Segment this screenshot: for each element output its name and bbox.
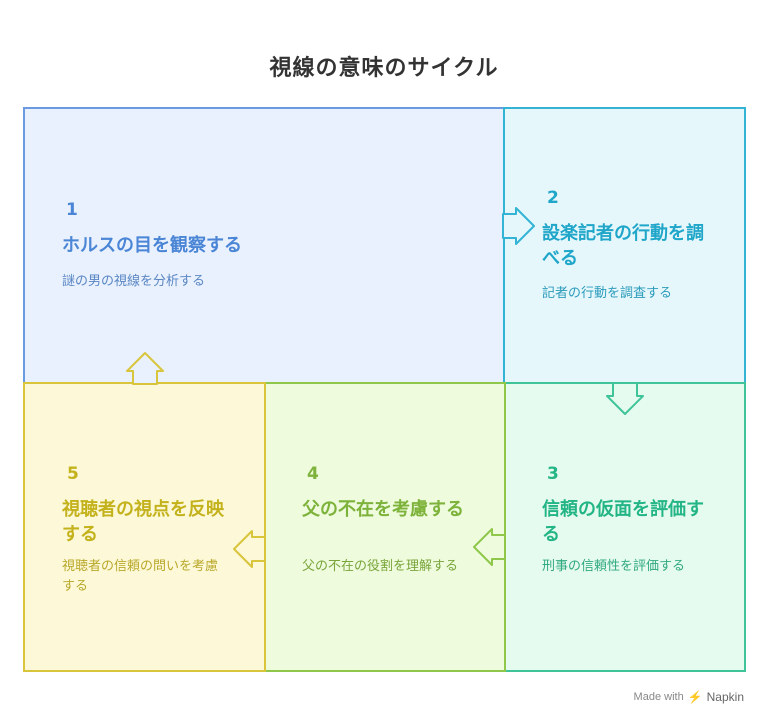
step-3-description: 刑事の信頼性を評価する	[542, 559, 686, 574]
footer-credit: Made with ⚡ Napkin	[634, 690, 744, 704]
step-5-number: 5	[67, 464, 79, 484]
step-3-number: 3	[547, 464, 559, 484]
step-1-description: 謎の男の視線を分析する	[62, 274, 206, 289]
diagram-title: 視線の意味のサイクル	[269, 56, 499, 81]
step-4-box	[263, 382, 506, 672]
step-5-box	[23, 382, 266, 672]
step-4-heading: 父の不在を考慮する	[302, 499, 464, 520]
step-2-description: 記者の行動を調査する	[542, 286, 673, 301]
step-2-box	[503, 107, 746, 385]
step-3-heading: 信頼の仮面を評価する	[542, 499, 704, 545]
napkin-brand: Napkin	[706, 690, 744, 704]
napkin-logo-icon: ⚡	[687, 690, 703, 704]
step-1-box	[23, 107, 506, 385]
step-4-number: 4	[307, 464, 319, 484]
step-5-heading: 視聴者の視点を反映する	[62, 499, 224, 545]
step-3-box	[503, 382, 746, 672]
made-with-label: Made with	[633, 691, 684, 703]
step-1-heading: ホルスの目を観察する	[62, 235, 242, 256]
step-5-description: 視聴者の信頼の問いを考慮する	[62, 559, 219, 594]
step-4-description: 父の不在の役割を理解する	[302, 559, 459, 574]
step-1-number: 1	[66, 200, 78, 220]
step-2-heading: 設楽記者の行動を調べる	[542, 223, 704, 269]
step-2-number: 2	[547, 188, 559, 208]
